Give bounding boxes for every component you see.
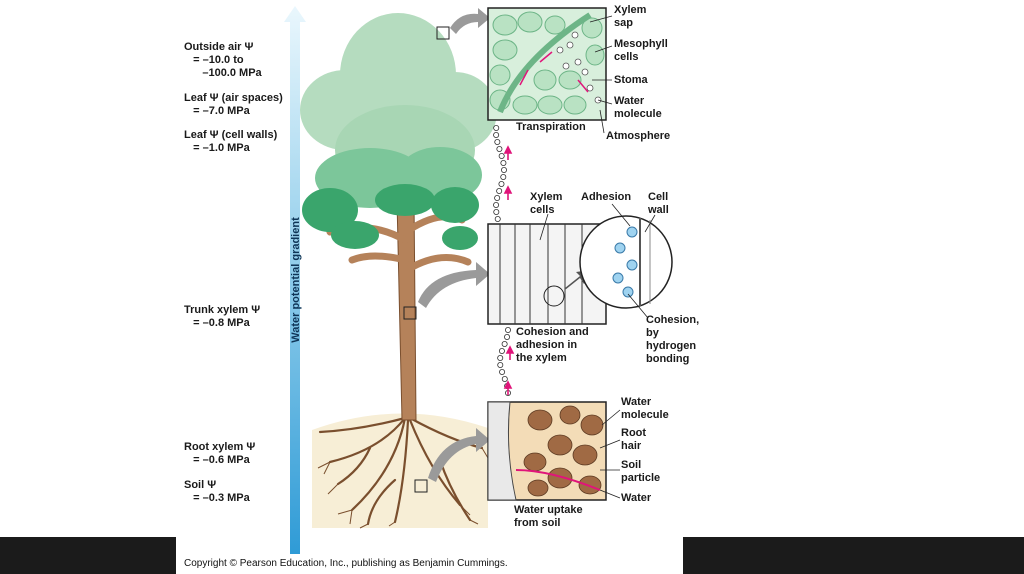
root-xylem-label: Root xylem Ψ = –0.6 MPa [184, 441, 256, 466]
water-molecule-label-soil: Water molecule [621, 396, 669, 421]
water-flow-arrowhead [503, 380, 513, 389]
water-droplet [493, 131, 500, 138]
water-droplet [504, 382, 511, 389]
water-droplet [497, 354, 504, 361]
water-droplet [496, 187, 503, 194]
cohesion-label: Cohesion, by hydrogen bonding [646, 314, 700, 365]
water-droplet [499, 368, 506, 375]
water-droplet [497, 361, 504, 368]
water-uptake-caption: Water uptake from soil [514, 504, 583, 529]
water-droplet [493, 125, 500, 132]
water-droplet [500, 173, 507, 180]
water-droplet [493, 208, 500, 215]
root-hair-label: Root hair [621, 427, 647, 452]
gradient-label: Water potential gradient [290, 217, 302, 343]
water-droplet [494, 138, 501, 145]
leaf-air-spaces-label: Leaf Ψ (air spaces) = –7.0 MPa [184, 92, 283, 117]
water-droplet [501, 340, 508, 347]
water-droplet [504, 389, 511, 396]
mesophyll-cells-label: Mesophyll cells [614, 38, 668, 63]
atmosphere-label: Atmosphere [606, 130, 671, 142]
water-droplet [501, 375, 508, 382]
water-droplet [498, 347, 505, 354]
transpiration-label: Transpiration [516, 121, 586, 133]
water-droplet [496, 145, 503, 152]
xylem-cells-label: Xylem cells [530, 191, 563, 216]
water-droplet [504, 333, 511, 340]
soil-particle-label: Soil particle [621, 459, 661, 484]
water-flow-arrowhead [503, 145, 513, 154]
copyright-text: Copyright © Pearson Education, Inc., pub… [184, 558, 508, 569]
outside-air-label: Outside air Ψ = –10.0 to –100.0 MPa [184, 41, 262, 79]
adhesion-label: Adhesion [581, 191, 632, 203]
water-molecule-label-top: Water molecule [614, 95, 662, 120]
water-droplet [504, 326, 511, 333]
water-label: Water [621, 492, 652, 504]
trunk-xylem-label: Trunk xylem Ψ = –0.8 MPa [184, 304, 261, 329]
water-droplet [494, 215, 501, 222]
water-flow-arrowhead [505, 345, 515, 354]
xylem-sap-label: Xylem sap [614, 4, 647, 29]
bottom-bar-right [683, 537, 1024, 574]
soil-label: Soil Ψ = –0.3 MPa [184, 479, 250, 504]
water-droplet [498, 180, 505, 187]
cohesion-adhesion-caption: Cohesion and adhesion in the xylem [516, 326, 589, 364]
bottom-bar-left [0, 537, 176, 574]
water-potential-gradient-arrow [284, 6, 306, 554]
stoma-label: Stoma [614, 74, 648, 86]
water-droplet [500, 166, 507, 173]
cell-wall-label: Cell wall [648, 191, 669, 216]
water-droplet [500, 159, 507, 166]
water-flow-arrowhead [503, 185, 513, 194]
water-droplet [498, 152, 505, 159]
water-droplet [494, 194, 501, 201]
leaf-cell-walls-label: Leaf Ψ (cell walls) = –1.0 MPa [184, 129, 278, 154]
water-droplet [493, 201, 500, 208]
